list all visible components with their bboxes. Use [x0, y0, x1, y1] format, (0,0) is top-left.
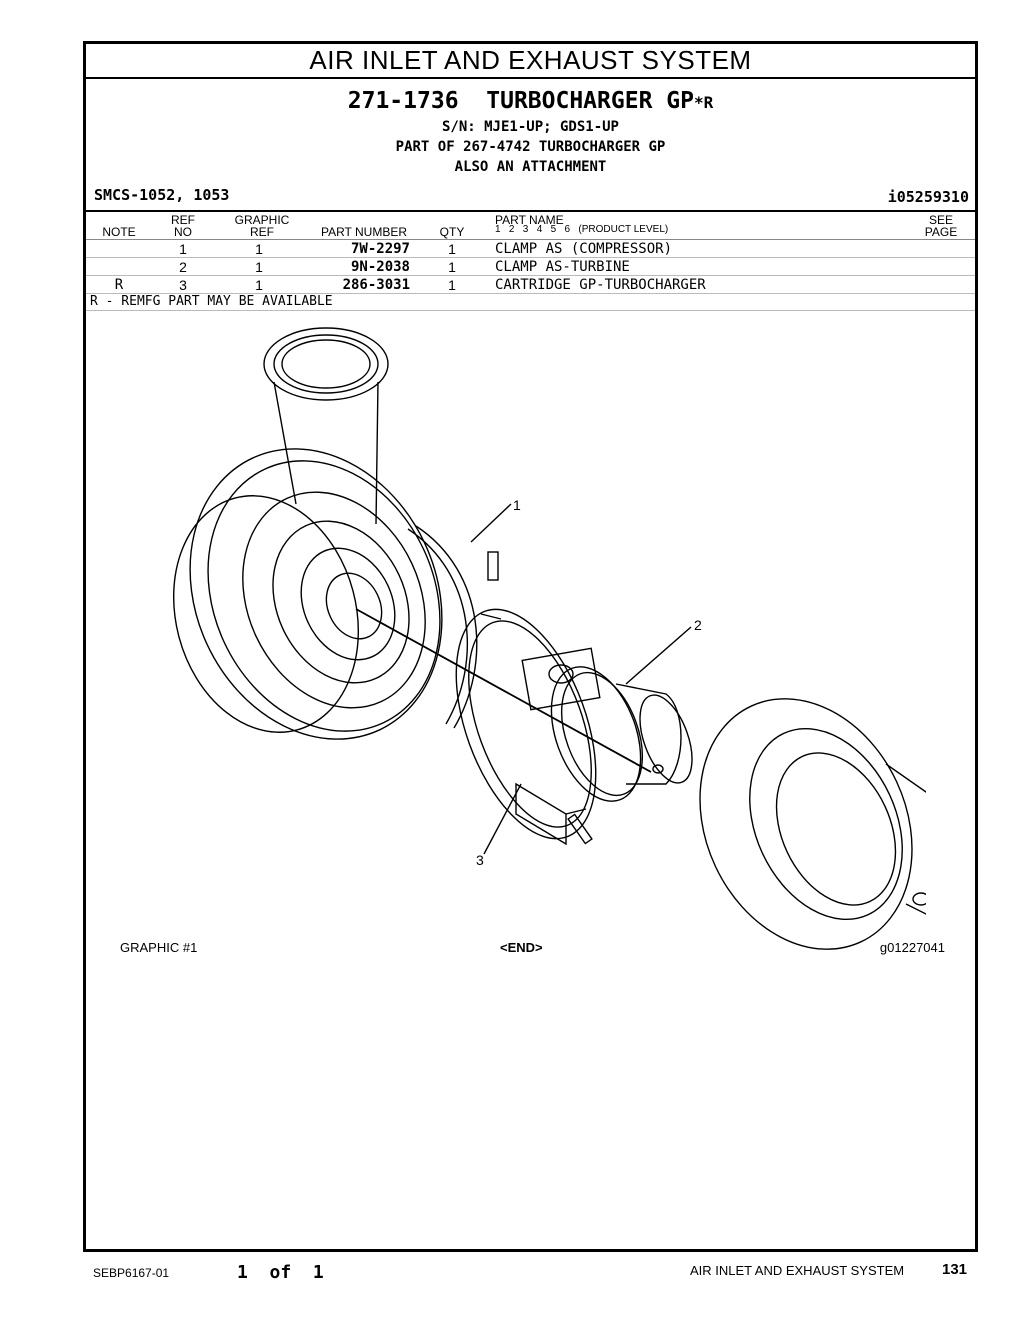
row-part-name: CLAMP AS (COMPRESSOR)	[495, 241, 673, 257]
row-qty: 1	[448, 241, 456, 257]
serial-range: S/N: MJE1-UP; GDS1-UP	[441, 119, 619, 135]
header-see-top: SEE	[928, 213, 953, 227]
attachment-line: ALSO AN ATTACHMENT	[454, 159, 607, 175]
remfg-suffix: *R	[693, 93, 714, 112]
footer-page-number: 131	[942, 1261, 968, 1278]
callout-1: 1	[513, 497, 521, 513]
table-row: R 3 1 286-3031 1 CARTRIDGE GP-TURBOCHARG…	[86, 276, 975, 294]
illustration-id: i05259310	[887, 188, 969, 206]
row-part-name: CLAMP AS-TURBINE	[495, 259, 630, 275]
header-part-name: PART NAME	[495, 213, 564, 227]
header-graphic-top: GRAPHIC	[234, 213, 290, 227]
header-see-bottom: PAGE	[924, 225, 958, 239]
part-name-title: TURBOCHARGER GP	[486, 88, 694, 114]
callout-1-leader	[470, 503, 512, 543]
compressor-housing	[172, 327, 443, 740]
cartridge-group	[455, 608, 693, 846]
header-qty: QTY	[439, 225, 465, 239]
header-ref-bottom: NO	[174, 225, 192, 239]
header-graphic-bottom: REF	[250, 225, 274, 239]
compressor-clamp	[407, 525, 502, 729]
part-title: 271-1736 TURBOCHARGER GP*R	[86, 88, 975, 114]
page-frame: AIR INLET AND EXHAUST SYSTEM 271-1736 TU…	[83, 41, 978, 1252]
row-qty: 1	[448, 277, 456, 293]
footer-doc-id: SEBP6167-01	[93, 1266, 170, 1280]
header-rule	[86, 239, 975, 240]
smcs-codes: SMCS-1052, 1053	[94, 186, 230, 204]
row-part-number[interactable]: 7W-2297	[350, 241, 410, 257]
table-top-rule	[86, 210, 975, 212]
turbocharger-exploded-graphic: 1 2 3	[172, 327, 926, 950]
row-qty: 1	[448, 259, 456, 275]
remfg-note: R - REMFG PART MAY BE AVAILABLE	[90, 294, 333, 309]
row-ref: 2	[179, 259, 187, 275]
header-product-levels: 1 2 3 4 5 6 (PRODUCT LEVEL)	[495, 224, 669, 235]
row-part-number[interactable]: 286-3031	[342, 277, 410, 293]
row-note: R	[114, 277, 124, 293]
row-part-name: CARTRIDGE GP-TURBOCHARGER	[495, 277, 706, 293]
row-part-number[interactable]: 9N-2038	[350, 259, 410, 275]
row-graphic: 1	[255, 259, 263, 275]
header-note: NOTE	[102, 225, 136, 239]
footer-page-of: 1 of 1	[237, 1262, 324, 1283]
row-ref: 1	[179, 241, 187, 257]
callout-3-leader	[483, 783, 522, 855]
graphic-caption-left: GRAPHIC #1	[120, 940, 198, 955]
axis-line	[355, 608, 652, 773]
note-rule	[86, 310, 975, 311]
section-title: AIR INLET AND EXHAUST SYSTEM	[86, 44, 975, 79]
header-part-number: PART NUMBER	[320, 225, 407, 239]
row-ref: 3	[179, 277, 187, 293]
graphic-id: g01227041	[879, 940, 945, 955]
callout-2-leader	[625, 626, 692, 685]
callout-2: 2	[694, 617, 702, 633]
part-number-title: 271-1736	[347, 88, 459, 114]
row-graphic: 1	[255, 241, 263, 257]
table-row: 2 1 9N-2038 1 CLAMP AS-TURBINE	[86, 258, 975, 276]
table-row: 1 1 7W-2297 1 CLAMP AS (COMPRESSOR)	[86, 240, 975, 258]
turbine-housing	[699, 698, 926, 950]
footer-section: AIR INLET AND EXHAUST SYSTEM	[690, 1263, 905, 1278]
header-ref-top: REF	[171, 213, 195, 227]
row-graphic: 1	[255, 277, 263, 293]
callout-3: 3	[476, 852, 484, 868]
part-of-line: PART OF 267-4742 TURBOCHARGER GP	[395, 139, 666, 155]
graphic-caption-end: <END>	[500, 940, 543, 955]
